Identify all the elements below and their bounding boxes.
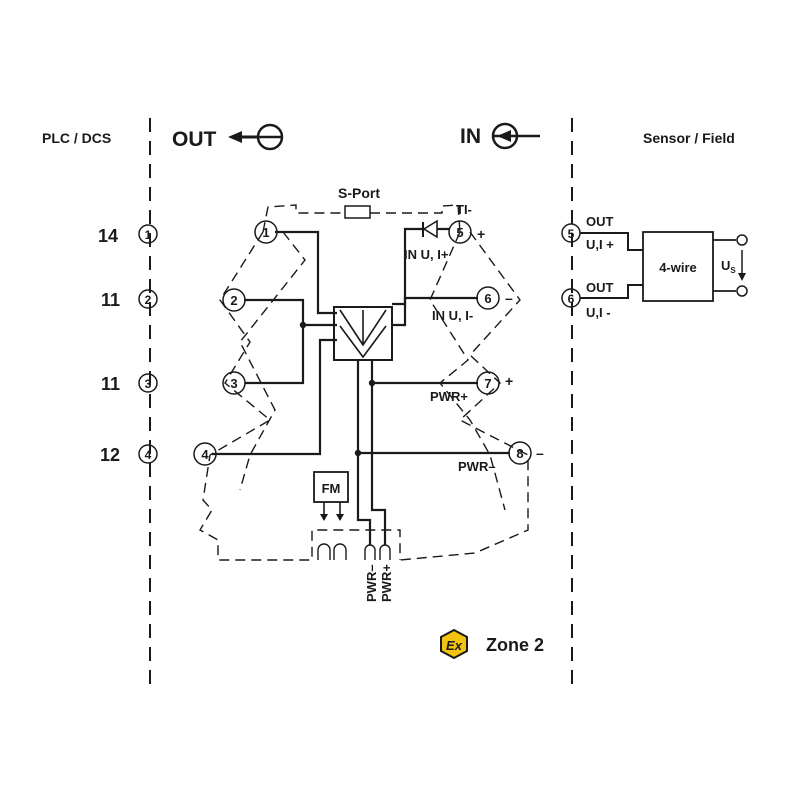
module-terminal-4-number: 4 xyxy=(201,447,209,462)
module-wiring xyxy=(212,227,510,545)
ex-icon-text: Ex xyxy=(446,638,463,653)
in-plus-label: IN U, I+ xyxy=(404,247,449,262)
left-terminal-1-number: 1 xyxy=(145,228,152,242)
pwr-minus-label: PWR– xyxy=(458,459,496,474)
left-terminal-2[interactable]: 11 2 xyxy=(101,289,158,310)
module-terminal-3[interactable]: 3 xyxy=(222,371,246,395)
ti-label: TI- xyxy=(456,202,472,217)
left-terminal-1-label: 14 xyxy=(98,226,118,246)
terminal-7-sign: + xyxy=(505,373,513,389)
module-terminal-8[interactable]: 8 xyxy=(508,441,532,465)
left-terminal-3[interactable]: 11 3 xyxy=(101,373,158,394)
junction-dot xyxy=(368,379,376,387)
left-terminal-2-label: 11 xyxy=(101,290,120,310)
left-terminal-2-number: 2 xyxy=(145,293,152,307)
module-terminal-5[interactable]: 5 xyxy=(448,220,472,244)
in-label: IN xyxy=(460,125,481,148)
out-arrow-icon xyxy=(228,123,284,151)
left-terminal-4[interactable]: 12 4 xyxy=(100,444,158,465)
isolation-amplifier-block xyxy=(333,306,393,361)
fm-relay-block: FM xyxy=(313,471,349,521)
sport-label: S-Port xyxy=(338,185,380,201)
zone-label: Zone 2 xyxy=(486,635,544,655)
module-terminal-6-number: 6 xyxy=(484,291,491,306)
module-terminal-3-number: 3 xyxy=(230,376,237,391)
sensor-field-label: Sensor / Field xyxy=(643,130,735,146)
four-wire-sensor-box: 4-wire xyxy=(642,231,714,302)
out-label: OUT xyxy=(172,128,217,151)
us-label: US xyxy=(721,258,736,275)
module-terminal-2-number: 2 xyxy=(230,293,237,308)
left-terminal-1[interactable]: 14 1 xyxy=(98,224,158,246)
sensor-terminal-6-number: 6 xyxy=(568,292,575,306)
module-terminal-7[interactable]: 7 xyxy=(476,371,500,395)
sensor-terminal-5-number: 5 xyxy=(568,227,575,241)
left-terminal-3-number: 3 xyxy=(145,377,152,391)
sensor-ui-plus-label: U,I + xyxy=(586,237,614,252)
left-terminal-3-label: 11 xyxy=(101,374,120,394)
module-terminal-4[interactable]: 4 xyxy=(193,442,217,466)
sensor-out-top-label: OUT xyxy=(586,214,614,229)
terminal-6-sign: – xyxy=(505,290,513,306)
diode-icon xyxy=(422,219,438,239)
sport-connector xyxy=(344,205,371,219)
bottom-pwr-plus-label: PWR+ xyxy=(379,564,394,602)
terminal-8-sign: – xyxy=(536,445,544,461)
left-terminal-4-label: 12 xyxy=(100,445,120,465)
terminal-5-sign: + xyxy=(477,226,485,242)
sensor-terminal-6[interactable]: 6 xyxy=(561,288,581,308)
ex-zone-hexagon-icon: Ex xyxy=(440,628,468,660)
junction-dot xyxy=(299,321,307,329)
junction-dot xyxy=(354,449,362,457)
supply-wiring xyxy=(713,234,748,297)
pwr-plus-label: PWR+ xyxy=(430,389,468,404)
module-terminal-8-number: 8 xyxy=(516,446,523,461)
plc-dcs-label: PLC / DCS xyxy=(42,130,111,146)
module-terminal-1[interactable]: 1 xyxy=(254,220,278,244)
sensor-wiring xyxy=(580,232,643,299)
left-terminal-4-number: 4 xyxy=(145,448,152,462)
bottom-connectors xyxy=(317,543,391,560)
sensor-ui-minus-label: U,I - xyxy=(586,305,611,320)
sensor-out-bottom-label: OUT xyxy=(586,280,614,295)
sensor-terminal-5[interactable]: 5 xyxy=(561,223,581,243)
module-terminal-7-number: 7 xyxy=(484,376,491,391)
module-terminal-6[interactable]: 6 xyxy=(476,286,500,310)
module-terminal-2[interactable]: 2 xyxy=(222,288,246,312)
fm-label: FM xyxy=(322,481,341,496)
bottom-pwr-minus-label: PWR– xyxy=(364,564,379,602)
module-terminal-5-number: 5 xyxy=(456,225,463,240)
in-minus-label: IN U, I- xyxy=(432,308,473,323)
in-arrow-icon xyxy=(491,122,540,150)
four-wire-label: 4-wire xyxy=(659,260,697,275)
module-terminal-1-number: 1 xyxy=(262,225,269,240)
